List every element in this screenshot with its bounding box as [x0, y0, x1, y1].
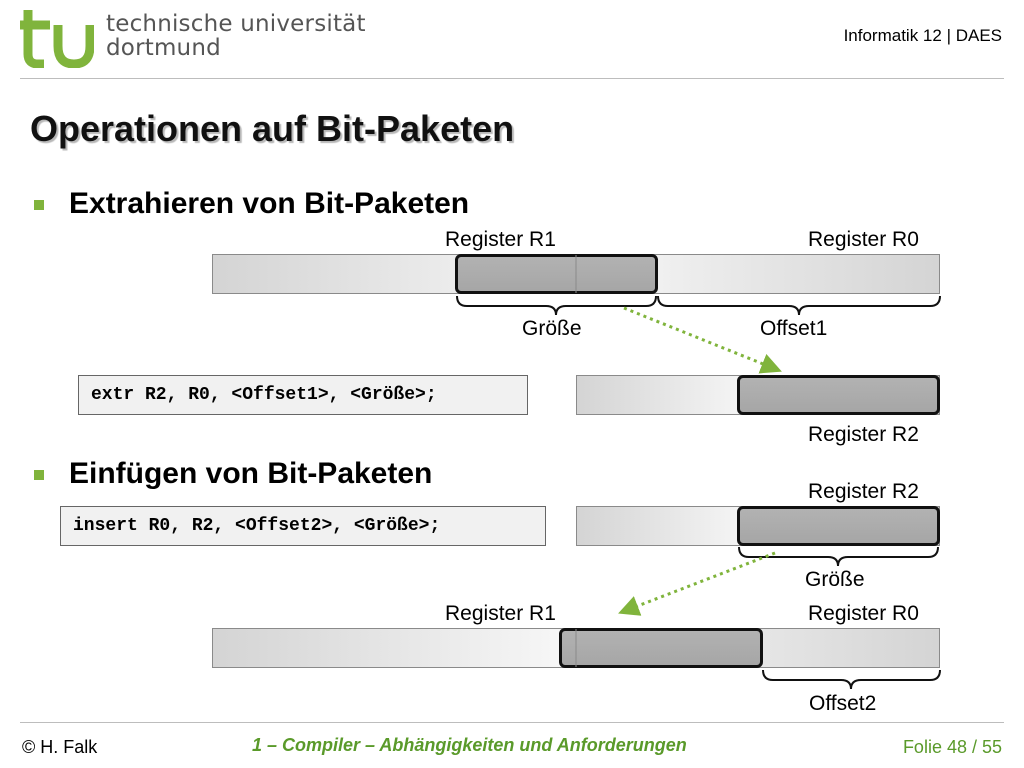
- bullet-icon: [34, 470, 44, 480]
- code-insert: insert R0, R2, <Offset2>, <Größe>;: [60, 506, 546, 546]
- brace-label-offset2: Offset2: [809, 692, 877, 715]
- brace-size: [456, 295, 657, 316]
- source-bit-field: [737, 506, 940, 546]
- arrow-extract: [623, 306, 782, 374]
- brace-offset1: [657, 295, 941, 316]
- brace-size-insert: [738, 546, 939, 567]
- header-divider: [20, 78, 1004, 79]
- footer-author: © H. Falk: [22, 737, 98, 757]
- label-register-r1: Register R1: [445, 602, 556, 625]
- extracted-bit-field: [455, 254, 658, 294]
- logo-line2: dortmund: [106, 35, 221, 61]
- arrow-insert: [618, 551, 776, 616]
- code-extr: extr R2, R0, <Offset1>, <Größe>;: [78, 375, 528, 415]
- slide-title: Operationen auf Bit-Paketen: [30, 108, 515, 149]
- brace-label-size: Größe: [522, 317, 582, 340]
- logo-line1: technische universität: [106, 11, 366, 37]
- label-register-r1: Register R1: [445, 228, 556, 251]
- footer-chapter: 1 – Compiler – Abhängigkeiten und Anford…: [252, 735, 687, 755]
- result-bit-field: [737, 375, 940, 415]
- label-register-r2: Register R2: [808, 480, 919, 503]
- label-register-r2: Register R2: [808, 423, 919, 446]
- footer-divider: [20, 722, 1004, 723]
- bullet-icon: [34, 200, 44, 210]
- inserted-bit-field: [559, 628, 763, 668]
- bullet-insert: Einfügen von Bit-Paketen: [69, 457, 433, 490]
- bullet-extract: Extrahieren von Bit-Paketen: [69, 187, 470, 220]
- brace-label-offset1: Offset1: [760, 317, 828, 340]
- tu-dortmund-logo-icon: [20, 10, 94, 68]
- brace-offset2: [762, 669, 941, 690]
- university-name: technische universität dortmund: [106, 12, 366, 60]
- footer-page-number: Folie 48 / 55: [902, 737, 1002, 757]
- brace-label-size: Größe: [805, 568, 865, 591]
- label-register-r0: Register R0: [808, 602, 919, 625]
- label-register-r0: Register R0: [808, 228, 919, 251]
- course-label: Informatik 12 | DAES: [843, 26, 1002, 45]
